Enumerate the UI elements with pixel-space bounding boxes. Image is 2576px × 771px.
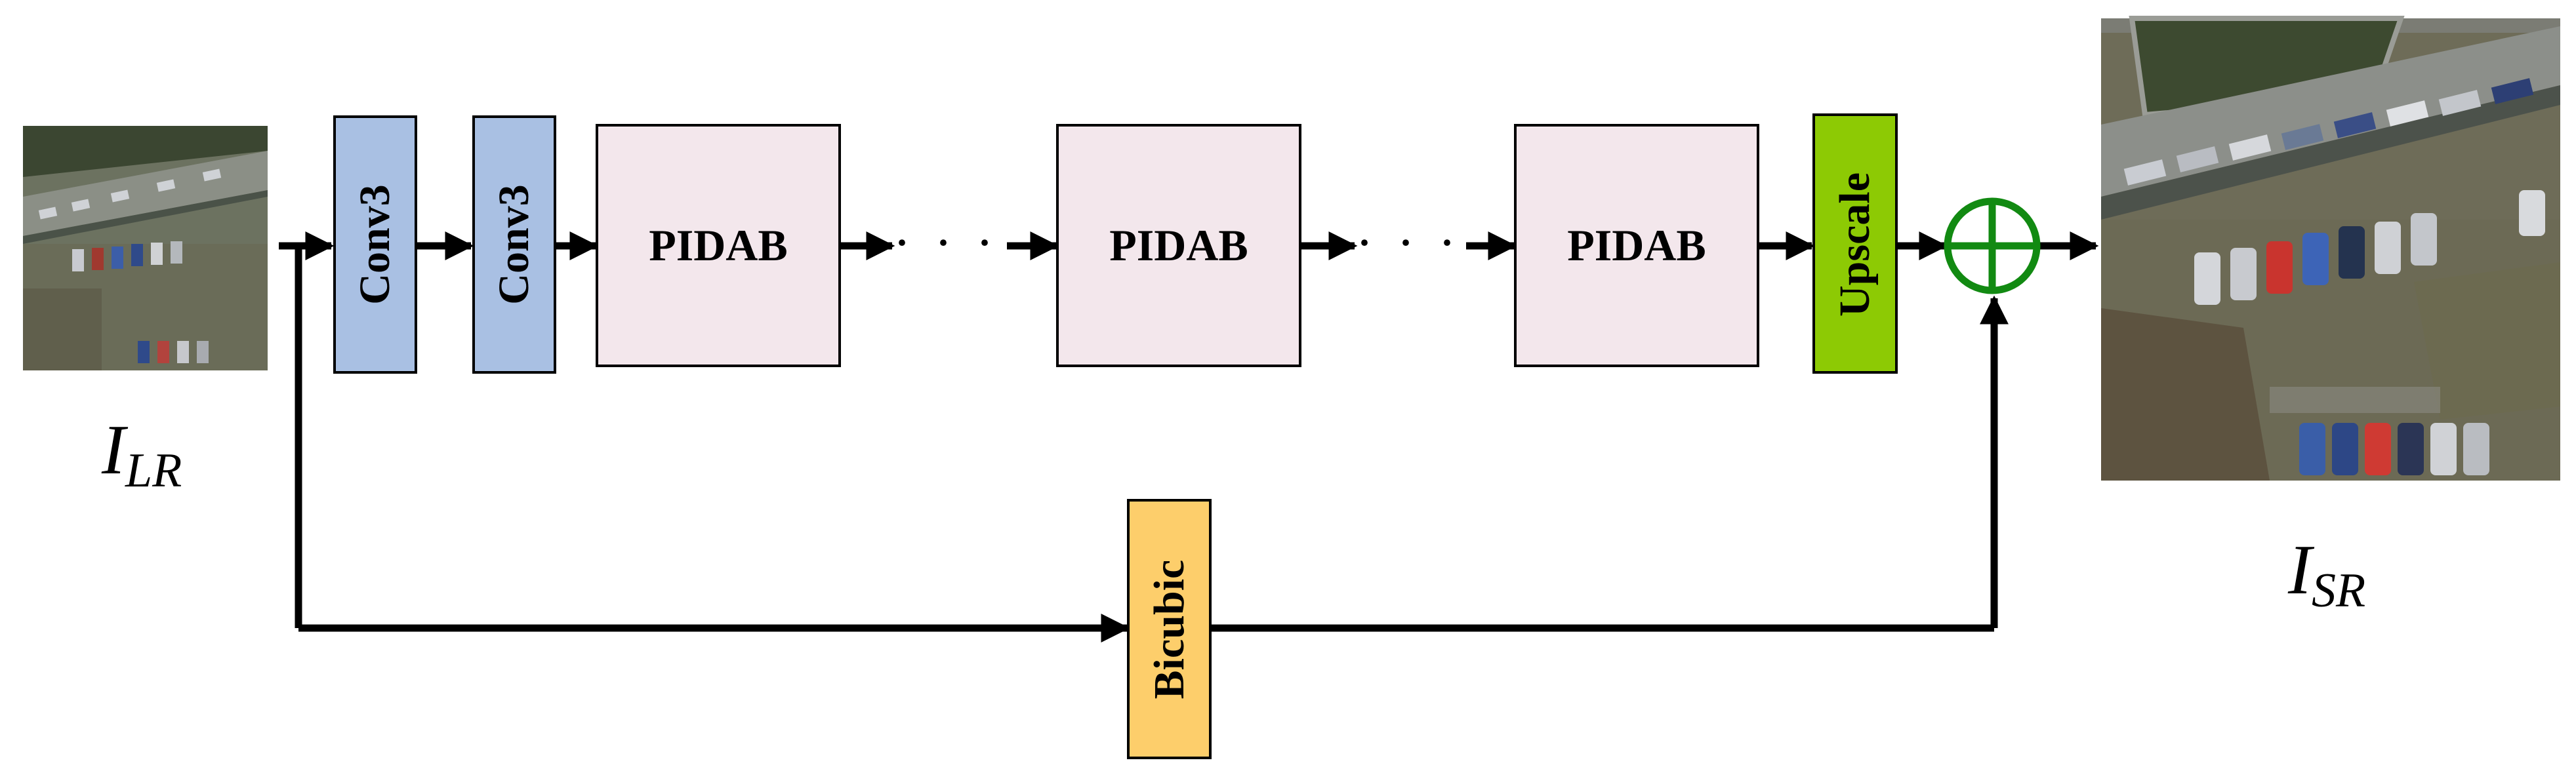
pidab-block-1-label: PIDAB: [649, 220, 788, 270]
bicubic-block-label: Bicubic: [1145, 560, 1193, 700]
ellipsis-2: · · ·: [1358, 221, 1463, 264]
upscale-block-label: Upscale: [1831, 172, 1879, 317]
bicubic-block: Bicubic: [1127, 499, 1212, 759]
input-image: [23, 126, 268, 370]
output-label: ISR: [2287, 531, 2365, 618]
conv3-block-1: Conv3: [333, 115, 417, 374]
pidab-block-1: PIDAB: [596, 124, 841, 367]
add-icon: [1944, 197, 2041, 294]
conv3-block-2: Conv3: [472, 115, 556, 374]
upscale-block: Upscale: [1812, 113, 1898, 374]
pidab-block-2-label: PIDAB: [1109, 220, 1248, 270]
pidab-block-3: PIDAB: [1514, 124, 1759, 367]
output-image: [2101, 16, 2560, 481]
ellipsis-1: · · ·: [895, 221, 1000, 264]
pidab-block-3-label: PIDAB: [1567, 220, 1706, 270]
input-label: ILR: [101, 411, 182, 498]
connections: [279, 231, 2099, 642]
conv3-block-1-label: Conv3: [351, 184, 399, 304]
conv3-block-2-label: Conv3: [490, 184, 538, 304]
pidab-block-2: PIDAB: [1056, 124, 1301, 367]
